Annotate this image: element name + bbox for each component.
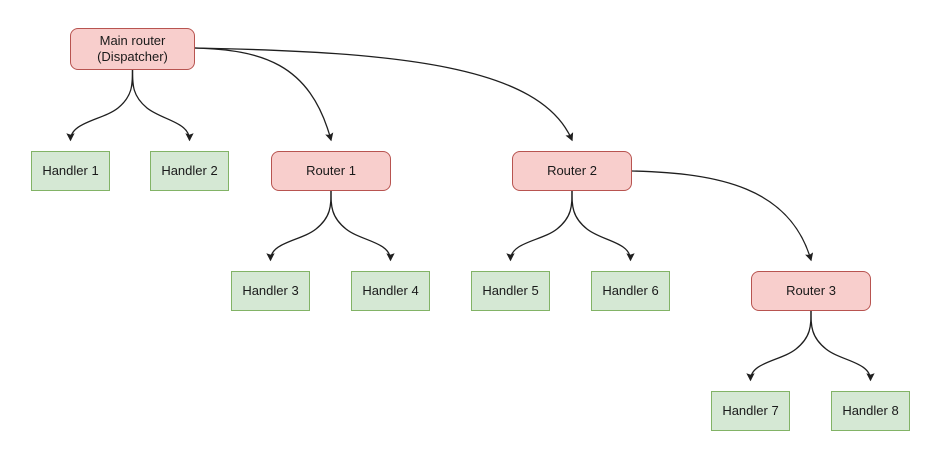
edge-router-2-to-handler-6 [571,190,635,262]
node-label-handler-3: Handler 3 [242,283,299,299]
node-label-handler-1: Handler 1 [42,163,99,179]
node-label-handler-7: Handler 7 [722,403,779,419]
node-label-handler-6: Handler 6 [602,283,659,299]
node-handler-8[interactable]: Handler 8 [831,391,910,431]
node-router-3[interactable]: Router 3 [751,271,871,311]
node-label-handler-2: Handler 2 [161,163,218,179]
node-handler-2[interactable]: Handler 2 [150,151,229,191]
node-router-2[interactable]: Router 2 [512,151,632,191]
node-label-main-router: Main router (Dispatcher) [97,33,168,64]
edge-main-router-to-handler-1 [66,69,134,142]
edge-router-1-to-handler-4 [330,190,395,262]
node-handler-5[interactable]: Handler 5 [471,271,550,311]
node-label-router-2: Router 2 [547,163,597,179]
edge-main-router-to-router-1 [194,47,334,142]
node-label-router-3: Router 3 [786,283,836,299]
node-label-handler-8: Handler 8 [842,403,899,419]
edge-router-2-to-router-3 [631,170,814,262]
edge-router-3-to-handler-7 [746,310,812,382]
node-handler-1[interactable]: Handler 1 [31,151,110,191]
node-router-1[interactable]: Router 1 [271,151,391,191]
edge-router-3-to-handler-8 [810,310,875,382]
node-handler-7[interactable]: Handler 7 [711,391,790,431]
node-handler-6[interactable]: Handler 6 [591,271,670,311]
edge-router-2-to-handler-5 [506,190,573,262]
node-label-handler-4: Handler 4 [362,283,419,299]
edge-main-router-to-handler-2 [131,69,194,142]
node-handler-4[interactable]: Handler 4 [351,271,430,311]
diagram-edges [66,47,875,382]
edge-main-router-to-router-2 [194,47,574,142]
edge-router-1-to-handler-3 [266,190,332,262]
node-label-handler-5: Handler 5 [482,283,539,299]
node-handler-3[interactable]: Handler 3 [231,271,310,311]
node-main-router[interactable]: Main router (Dispatcher) [70,28,195,70]
node-label-router-1: Router 1 [306,163,356,179]
